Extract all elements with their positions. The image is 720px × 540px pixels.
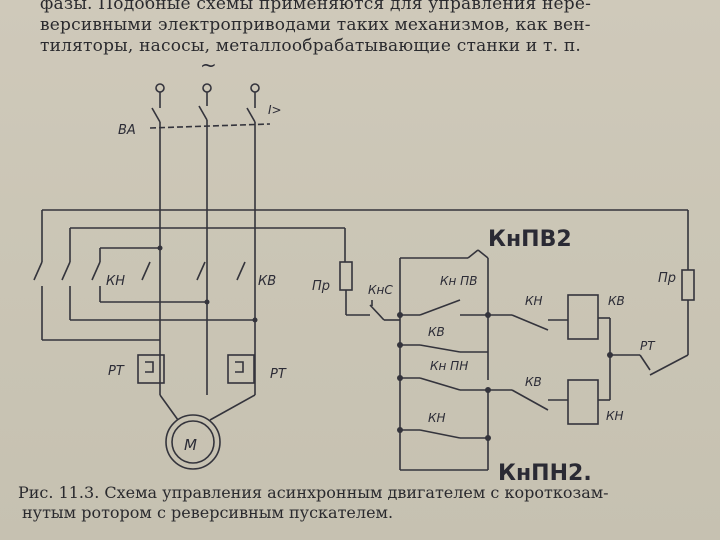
coil-kv-contact-label: КН bbox=[525, 294, 543, 308]
fuse-right-label: Пр bbox=[658, 271, 676, 286]
thermal-relay-right-label: РТ bbox=[270, 367, 287, 382]
body-text-line: фазы. Подобные схемы применяются для упр… bbox=[40, 0, 592, 14]
hold-kn-label: КН bbox=[428, 411, 446, 425]
coil-kn-contact-label: КВ bbox=[525, 375, 542, 389]
contactor-reverse-label: КВ bbox=[258, 274, 276, 289]
figure-caption: Рис. 11.3. Схема управления асинхронным … bbox=[18, 483, 713, 523]
thermal-relay-left-label: РТ bbox=[108, 364, 125, 379]
button-reverse-label: Кн ПВ bbox=[440, 274, 477, 288]
fuse-left-label: Пр bbox=[312, 279, 330, 294]
stop-button-label: КнС bbox=[368, 283, 393, 297]
overcurrent-label: I> bbox=[268, 103, 282, 117]
breaker-label: ВА bbox=[118, 123, 136, 138]
caption-line: Рис. 11.3. Схема управления асинхронным … bbox=[18, 483, 609, 502]
handwritten-bottom-label: КнПН2. bbox=[498, 461, 592, 486]
contactor-forward-label: КН bbox=[106, 274, 125, 289]
coil-kv-label: КВ bbox=[608, 294, 625, 308]
handwritten-top-label: КнПВ2 bbox=[488, 227, 572, 252]
interlock-kv-label: КВ bbox=[428, 325, 445, 339]
rt-contact-label: РТ bbox=[640, 339, 656, 353]
motor-label: М bbox=[184, 436, 197, 454]
coil-kn-label: КН bbox=[606, 409, 624, 423]
caption-line: нутым ротором с реверсивным пускателем. bbox=[22, 503, 394, 522]
body-text-line: версивными электроприводами таких механи… bbox=[40, 15, 591, 35]
button-forward-label: Кн ПН bbox=[430, 359, 468, 373]
body-text-line: тиляторы, насосы, металлообрабатывающие … bbox=[40, 36, 581, 56]
ac-symbol: ~ bbox=[200, 53, 217, 77]
body-text: фазы. Подобные схемы применяются для упр… bbox=[40, 0, 705, 57]
